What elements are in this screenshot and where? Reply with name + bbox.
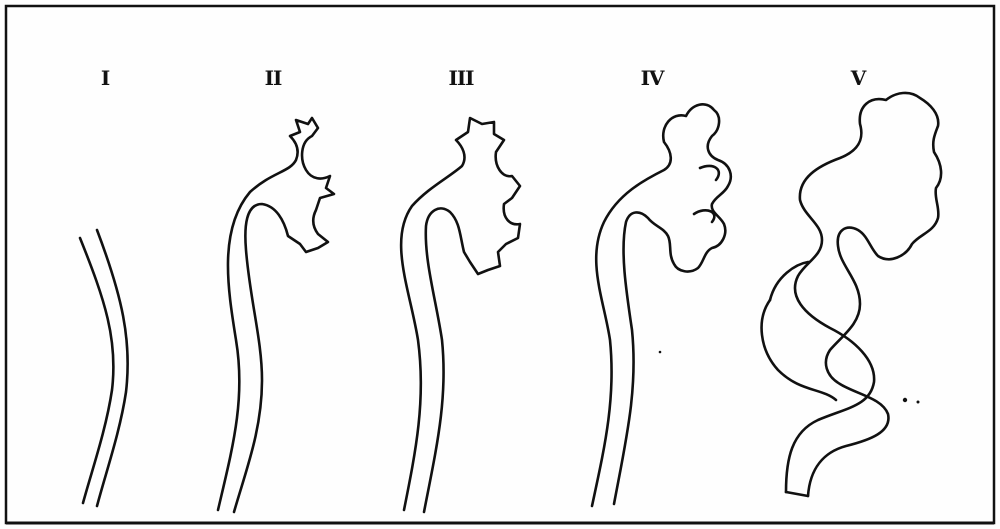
stage-1-duct [80,230,128,506]
stage-5-specks [659,351,920,404]
stage-5-duct [762,93,942,496]
stage-3-duct [401,118,520,512]
stage-4-duct [592,104,731,506]
stage-2-duct [218,118,334,512]
